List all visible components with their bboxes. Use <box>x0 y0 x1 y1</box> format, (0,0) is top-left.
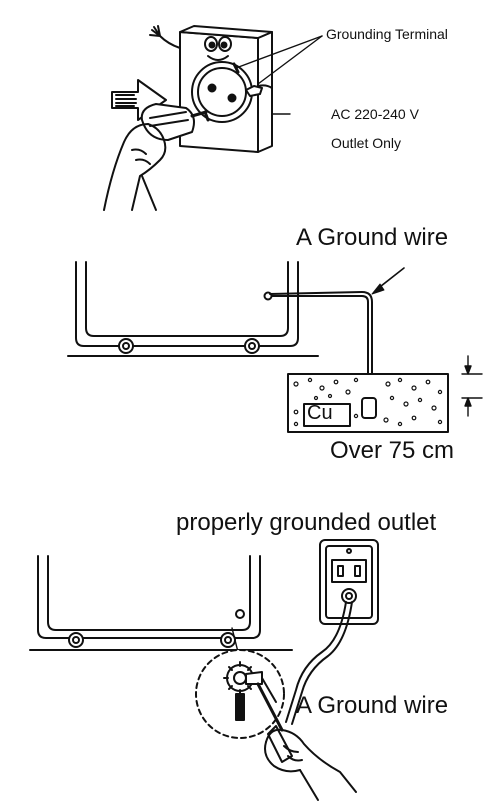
plug <box>140 103 208 141</box>
cartoon-face <box>204 36 232 61</box>
cu-label-box <box>303 403 351 427</box>
appliance-wheels-2 <box>68 632 236 648</box>
ground-wire-label-1: A Ground wire <box>296 224 449 251</box>
ground-wire-label-2: A Ground wire <box>296 692 449 719</box>
ground-wire-edge <box>269 291 373 401</box>
hand-with-screwdriver <box>264 728 357 801</box>
voltage-label: AC 220-240 V <box>331 106 419 122</box>
ground-wire-3-edge <box>291 601 353 725</box>
depth-label: Over 75 cm <box>330 437 455 464</box>
appliance-ground-screw <box>235 609 245 619</box>
ground-wire-3 <box>285 601 347 723</box>
panel-1-leader-lines <box>235 35 323 115</box>
screw-shaft <box>235 693 245 721</box>
holding-hand <box>103 123 167 211</box>
grounding-terminal-label: Grounding Terminal <box>326 26 448 42</box>
waving-hand <box>149 25 181 49</box>
detail-leader <box>231 627 239 653</box>
socket-face <box>191 61 253 123</box>
panel-1-illustration <box>103 25 323 211</box>
ground-wire-arrow <box>371 267 405 295</box>
appliance-wheels <box>118 338 260 354</box>
soil-particles <box>293 377 443 427</box>
star-washer <box>223 661 257 695</box>
panel-2-illustration <box>67 261 483 433</box>
grounded-outlet-plate <box>319 539 379 625</box>
ring-terminal <box>245 671 277 703</box>
ground-wire <box>271 295 369 401</box>
copper-rod <box>361 397 377 419</box>
cu-label: Cu <box>307 402 333 424</box>
screwdriver <box>256 682 293 763</box>
appliance-body-2 <box>37 555 261 639</box>
right-hand <box>245 84 273 97</box>
panel-3-illustration <box>29 539 379 801</box>
appliance-body <box>75 261 299 347</box>
outlet-only-label: Outlet Only <box>331 135 402 151</box>
grounded-outlet-label: properly grounded outlet <box>176 509 437 536</box>
depth-dimension <box>461 355 483 417</box>
